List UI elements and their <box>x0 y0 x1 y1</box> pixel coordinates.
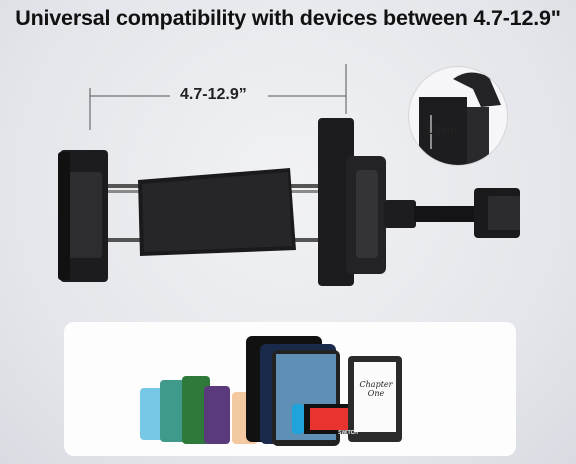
center-pad <box>138 168 296 256</box>
headrest-arm <box>384 188 520 238</box>
size-range-label: 4.7-12.9” <box>180 86 247 103</box>
left-clamp <box>58 150 108 282</box>
dimension-line <box>89 64 347 130</box>
console-brand-label: SWITCH <box>338 430 358 436</box>
smartphones <box>140 376 258 444</box>
compatible-devices-panel <box>64 322 516 456</box>
headline: Universal compatibility with devices bet… <box>15 6 561 30</box>
right-clamp <box>318 118 386 286</box>
clamp-depth-label: 1.5cm <box>426 125 458 137</box>
clamp-detail-zoom <box>408 66 508 166</box>
ereader-brand-label: Chapter One <box>359 380 393 398</box>
ereader <box>348 356 402 442</box>
